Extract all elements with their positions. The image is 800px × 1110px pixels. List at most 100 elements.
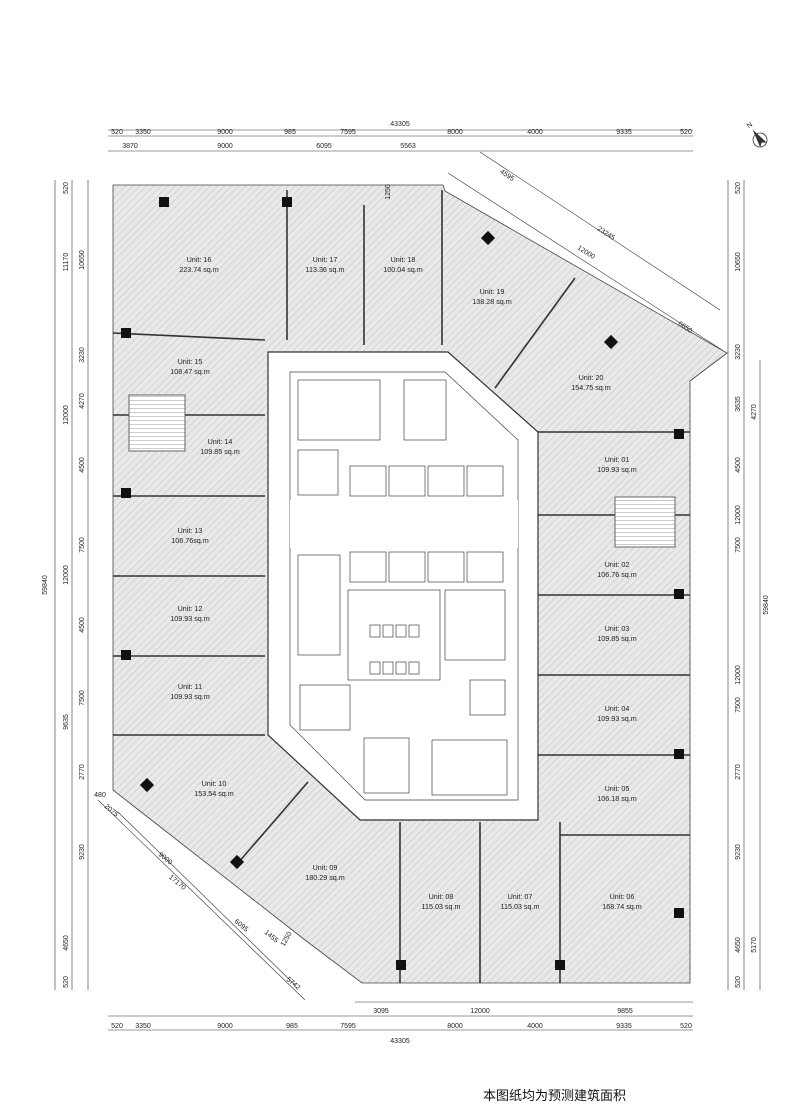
unit-07-area: 115.03 sq.m <box>500 902 539 911</box>
structural-columns <box>121 197 684 970</box>
left-inner-6: 4500 <box>79 617 86 633</box>
left-outer-3: 12000 <box>63 405 70 425</box>
elevator-bank-upper <box>349 465 504 497</box>
unit-12-area: 109.93 sq.m <box>170 614 210 623</box>
unit-05-area: 106.18 sq.m <box>597 794 637 803</box>
unit-09-label: Unit: 09 <box>313 863 338 872</box>
unit-08[interactable]: Unit: 08 115.03 sq.m <box>421 892 460 911</box>
core-room <box>469 679 506 716</box>
left-total-dim: 59840 <box>42 575 49 595</box>
left-inner-2: 3230 <box>79 347 86 363</box>
ne-dim-2: 23245 <box>596 226 616 243</box>
right-outer-14: 5170 <box>751 937 758 953</box>
sw-dim-2: 2075 <box>103 803 120 818</box>
unit-14-area: 109.85 sq.m <box>200 447 240 456</box>
unit-04-label: Unit: 04 <box>605 704 630 713</box>
unit-02-label: Unit: 02 <box>605 560 630 569</box>
top-dimensions: 43305 520 3350 9000 985 7595 8000 4000 9… <box>108 121 693 200</box>
unit-11[interactable]: Unit: 11 109.93 sq.m <box>170 682 210 701</box>
north-label: N <box>746 121 754 130</box>
unit-17-label: Unit: 17 <box>313 255 338 264</box>
right-outer-1: 520 <box>735 182 742 194</box>
bottom-dim-row2-2: 12000 <box>470 1008 490 1015</box>
unit-14[interactable]: Unit: 14 109.85 sq.m <box>200 437 240 456</box>
top-dim-2: 3350 <box>135 129 151 136</box>
bottom-dim-4: 985 <box>286 1023 298 1030</box>
elevator-bank-lower <box>349 551 504 583</box>
unit-01[interactable]: Unit: 01 109.93 sq.m <box>597 455 637 474</box>
left-inner-8: 2770 <box>79 764 86 780</box>
core-room <box>431 739 508 796</box>
unit-17[interactable]: Unit: 17 113.36 sq.m <box>305 255 344 274</box>
unit-16-area: 223.74 sq.m <box>179 265 219 274</box>
unit-05-label: Unit: 05 <box>605 784 630 793</box>
unit-06-label: Unit: 06 <box>610 892 635 901</box>
unit-16[interactable]: Unit: 16 223.74 sq.m <box>179 255 219 274</box>
core-room <box>297 449 339 496</box>
right-outer-6: 4500 <box>735 457 742 473</box>
sw-dim-7: 1250 <box>280 931 294 948</box>
right-outer-9: 12000 <box>735 665 742 685</box>
unit-03-label: Unit: 03 <box>605 624 630 633</box>
top-total-dim: 43305 <box>390 121 410 128</box>
unit-18-label: Unit: 18 <box>391 255 416 264</box>
stair-east <box>614 496 676 548</box>
restroom-stalls <box>369 624 420 675</box>
unit-14-label: Unit: 14 <box>208 437 233 446</box>
unit-08-area: 115.03 sq.m <box>421 902 460 911</box>
unit-04-area: 109.93 sq.m <box>597 714 637 723</box>
unit-17-area: 113.36 sq.m <box>305 265 344 274</box>
bottom-dim-8: 9335 <box>616 1023 632 1030</box>
right-outer-7: 12000 <box>735 505 742 525</box>
unit-01-label: Unit: 01 <box>605 455 630 464</box>
bottom-dim-row2-3: 9855 <box>617 1008 633 1015</box>
unit-03[interactable]: Unit: 03 109.85 sq.m <box>597 624 637 643</box>
unit-02[interactable]: Unit: 02 106.76 sq.m <box>597 560 637 579</box>
unit-07[interactable]: Unit: 07 115.03 sq.m <box>500 892 539 911</box>
unit-20[interactable]: Unit: 20 154.75 sq.m <box>571 373 611 392</box>
unit-18[interactable]: Unit: 18 100.04 sq.m <box>383 255 423 274</box>
unit-13-area: 106.76sq.m <box>171 536 209 545</box>
unit-06[interactable]: Unit: 06 168.74 sq.m <box>602 892 642 911</box>
right-outer-15: 520 <box>735 976 742 988</box>
top-dim-3: 9000 <box>217 129 233 136</box>
unit-11-label: Unit: 11 <box>178 682 202 691</box>
stair-core-north <box>403 379 447 441</box>
left-outer-2: 11170 <box>63 253 70 272</box>
top-dim-row2-3: 6095 <box>316 143 332 150</box>
right-outer-12: 9230 <box>735 844 742 860</box>
right-dimensions: 520 10650 3230 3635 4270 4500 12000 7500… <box>727 180 770 990</box>
unit-10[interactable]: Unit: 10 153.54 sq.m <box>194 779 234 798</box>
left-inner-7: 7500 <box>79 690 86 706</box>
stair-core-south <box>363 737 410 794</box>
unit-09[interactable]: Unit: 09 180.29 sq.m <box>305 863 345 882</box>
unit-15-area: 108.47 sq.m <box>170 367 210 376</box>
core-room <box>299 684 351 731</box>
unit-12-label: Unit: 12 <box>178 604 203 613</box>
unit-05[interactable]: Unit: 05 106.18 sq.m <box>597 784 637 803</box>
unit-13[interactable]: Unit: 13 106.76sq.m <box>171 526 209 545</box>
central-core <box>267 351 539 821</box>
core-room <box>297 554 341 656</box>
bottom-dimensions: 43305 520 3350 9000 985 7595 8000 4000 9… <box>108 1001 693 1045</box>
unit-19[interactable]: Unit: 19 138.28 sq.m <box>472 287 512 306</box>
unit-02-area: 106.76 sq.m <box>597 570 637 579</box>
left-inner-5: 7500 <box>79 537 86 553</box>
unit-07-label: Unit: 07 <box>508 892 533 901</box>
left-outer-6: 4650 <box>63 935 70 951</box>
unit-04[interactable]: Unit: 04 109.93 sq.m <box>597 704 637 723</box>
right-outer-3: 3230 <box>735 344 742 360</box>
core-room <box>297 379 381 441</box>
sw-dim-6: 1455 <box>263 929 280 944</box>
left-outer-7: 520 <box>63 976 70 988</box>
unit-12[interactable]: Unit: 12 109.93 sq.m <box>170 604 210 623</box>
top-dim-6: 8000 <box>447 129 463 136</box>
right-outer-4: 3635 <box>735 396 742 412</box>
unit-15[interactable]: Unit: 15 108.47 sq.m <box>170 357 210 376</box>
top-dim-row2-1: 3870 <box>122 143 138 150</box>
unit-06-area: 168.74 sq.m <box>602 902 642 911</box>
core-room <box>444 589 506 661</box>
right-outer-11: 2770 <box>735 764 742 780</box>
right-outer-8: 7500 <box>735 537 742 553</box>
